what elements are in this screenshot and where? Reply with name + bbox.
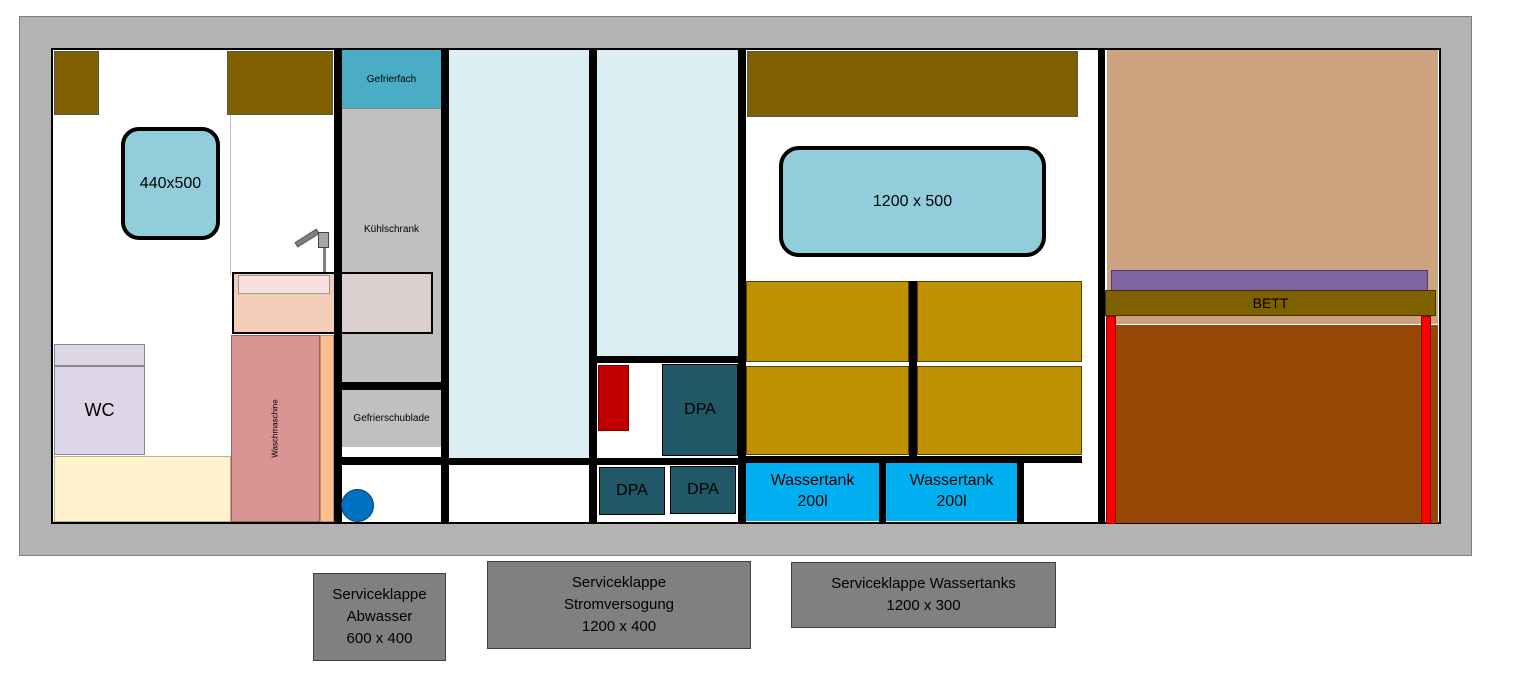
freezer-compartment: Gefrierfach <box>342 50 441 108</box>
washing-machine: Waschmaschine <box>231 335 320 522</box>
dpa-small-left-label: DPA <box>616 482 648 499</box>
cabinet-top-right <box>747 51 1078 117</box>
service-hatch-water-tanks: Serviceklappe Wassertanks 1200 x 300 <box>791 562 1056 628</box>
skylight-large-label: 1200 x 500 <box>872 192 953 210</box>
water-tank-divider <box>879 463 886 523</box>
water-tank-2-label: Wassertank 200l <box>909 472 994 510</box>
storage-divider-vertical <box>909 281 917 463</box>
drain <box>341 489 374 522</box>
fridge-label: Kühlschrank <box>363 223 420 235</box>
toilet-label: WC <box>84 400 115 420</box>
dpa-large-label: DPA <box>684 401 716 418</box>
fridge-sink-overlay <box>342 274 431 332</box>
dpa-large: DPA <box>662 364 738 456</box>
storage-box-4 <box>917 366 1082 455</box>
toilet-lid <box>54 344 145 366</box>
dpa-small-right: DPA <box>670 466 736 514</box>
fridge-divider <box>342 382 441 390</box>
center-horizontal-bar <box>342 458 738 465</box>
shower-tray <box>54 456 231 522</box>
column-2-shelf <box>597 356 738 363</box>
dpa-small-right-label: DPA <box>687 481 719 498</box>
storage-box-2 <box>917 281 1082 362</box>
bed-leg-right <box>1421 316 1431 524</box>
storage-column-1 <box>449 50 589 458</box>
service-hatch-water-tanks-label: Serviceklappe Wassertanks 1200 x 300 <box>831 575 1016 614</box>
storage-box-3 <box>746 366 909 455</box>
storage-column-2 <box>597 50 738 356</box>
column-divider-1 <box>589 49 597 523</box>
mattress <box>1111 270 1428 292</box>
skylight-small: 440x500 <box>121 127 220 240</box>
washing-machine-side <box>320 335 334 522</box>
tap-spout <box>323 248 326 273</box>
bed-lower <box>1115 325 1438 523</box>
service-hatch-waste-water: Serviceklappe Abwasser 600 x 400 <box>313 573 446 661</box>
toilet: WC <box>54 366 145 455</box>
skylight-small-label: 440x500 <box>139 174 202 192</box>
freezer-drawer-label: Gefrierschublade <box>353 413 430 424</box>
cabinet-top-center <box>227 51 333 115</box>
red-box <box>598 365 629 431</box>
column-divider-2 <box>738 49 746 523</box>
washing-machine-label: Waschmaschine <box>270 399 280 458</box>
service-hatch-power-label: Serviceklappe Stromversogung 1200 x 400 <box>563 574 675 635</box>
fridge-counter-border <box>340 272 433 334</box>
fridge <box>342 108 441 382</box>
bed: BETT <box>1105 290 1436 316</box>
service-hatch-power: Serviceklappe Stromversogung 1200 x 400 <box>487 561 751 649</box>
storage-box-1 <box>746 281 909 362</box>
bed-partition <box>1098 49 1105 523</box>
fridge-wall-left <box>334 49 342 523</box>
water-tank-2: Wassertank 200l <box>886 463 1017 521</box>
storage-divider-horizontal <box>746 456 1082 463</box>
fridge-wall-right <box>441 49 449 523</box>
freezer-drawer: Gefrierschublade <box>342 390 441 447</box>
dpa-small-left: DPA <box>599 467 665 515</box>
freezer-compartment-label: Gefrierfach <box>366 73 417 85</box>
cabinet-top-left <box>54 51 99 115</box>
water-tank-1: Wassertank 200l <box>746 463 879 521</box>
bed-leg-left <box>1106 316 1116 524</box>
water-tank-1-label: Wassertank 200l <box>770 472 855 510</box>
bed-label: BETT <box>1252 295 1289 311</box>
tap-body <box>318 232 329 248</box>
water-tank-right-wall <box>1017 463 1024 523</box>
sink-basin <box>238 275 330 294</box>
fridge-label-box: Kühlschrank <box>342 215 441 243</box>
service-hatch-waste-water-label: Serviceklappe Abwasser 600 x 400 <box>332 586 427 647</box>
skylight-large: 1200 x 500 <box>779 146 1046 257</box>
bathroom-divider <box>230 115 231 275</box>
